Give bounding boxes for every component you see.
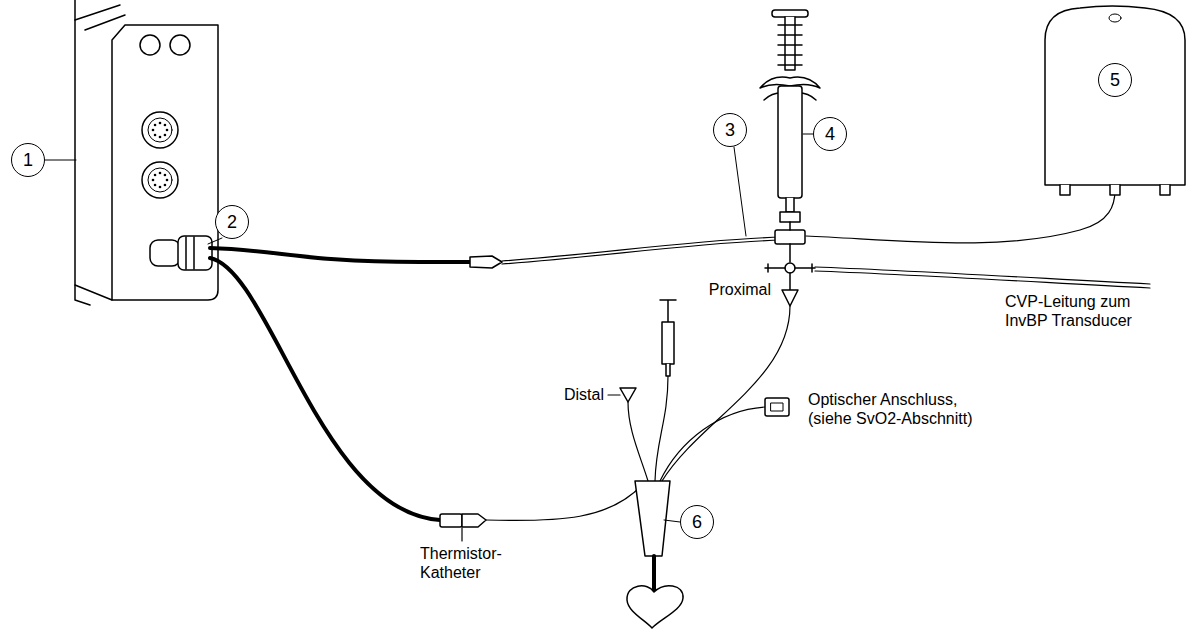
part-label: Optischer Anschluss, (siehe SvO2-Abschni… <box>806 390 1000 428</box>
callout-circle: 6 <box>680 505 714 539</box>
syringe <box>760 10 820 212</box>
socket-pin <box>166 129 169 132</box>
callout-circle: 5 <box>1098 63 1132 97</box>
part-label: CVP-Leitung zum InvBP Transducer <box>1003 292 1157 330</box>
leader-lines <box>45 134 814 522</box>
socket-pin <box>152 129 155 132</box>
callout-number: 5 <box>1110 71 1120 89</box>
small-syringe <box>660 300 676 376</box>
distal-port <box>620 388 636 402</box>
socket-pin <box>159 122 162 125</box>
socket-pin <box>166 179 169 182</box>
socket-pin <box>154 134 157 137</box>
callout-number: 3 <box>725 121 735 139</box>
callout-number: 6 <box>692 513 702 531</box>
socket-pin <box>154 124 157 127</box>
socket-pin <box>159 136 162 139</box>
catheter <box>652 556 656 592</box>
callout-circle: 3 <box>713 113 747 147</box>
socket-pin <box>164 184 167 187</box>
callout-circle: 4 <box>813 117 847 151</box>
part-label: Thermistor-Katheter <box>418 544 522 582</box>
pressure-bag <box>1045 6 1185 195</box>
monitor-module <box>75 0 218 305</box>
heart <box>627 586 683 628</box>
socket-pins <box>152 122 169 189</box>
optical-connector <box>765 398 789 416</box>
socket-pin <box>154 184 157 187</box>
socket-pin <box>154 174 157 177</box>
part-label: Proximal <box>707 280 773 299</box>
cable-connectors <box>440 256 502 527</box>
callout-number: 1 <box>23 151 33 169</box>
catheter-hub <box>635 481 670 556</box>
callout-circle: 2 <box>215 205 249 239</box>
cables <box>210 248 470 520</box>
socket-pin <box>164 174 167 177</box>
callout-number: 2 <box>227 213 237 231</box>
callout-number: 4 <box>825 125 835 143</box>
callout-circle: 1 <box>11 143 45 177</box>
socket-pin <box>164 124 167 127</box>
socket-pin <box>159 186 162 189</box>
thin-lines <box>462 190 1150 541</box>
socket-pin <box>159 172 162 175</box>
socket-pin <box>164 134 167 137</box>
part-label: Distal <box>562 385 606 404</box>
socket-pin <box>152 179 155 182</box>
cable-plug <box>150 236 212 270</box>
